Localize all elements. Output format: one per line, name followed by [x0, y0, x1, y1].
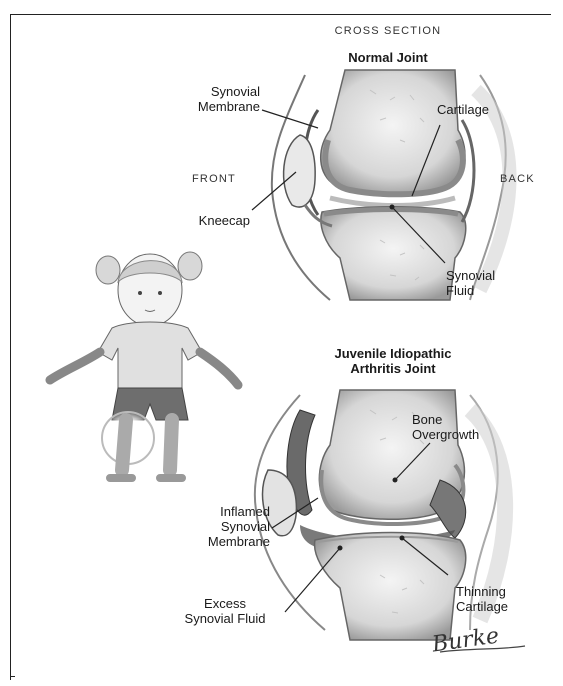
front-label: FRONT — [192, 172, 262, 187]
excess-synovial-fluid-label: Excess Synovial Fluid — [150, 596, 300, 626]
normal-leg-back-shade — [476, 90, 510, 290]
normal-joint-title: Normal Joint — [318, 50, 458, 65]
normal-kneecap — [284, 135, 316, 207]
normal-joint-space — [330, 198, 455, 206]
thinning-cartilage-label: Thinning Cartilage — [456, 584, 556, 614]
normal-tibia — [321, 207, 466, 300]
cross-section-label: CROSS SECTION — [318, 24, 458, 39]
cartilage-label: Cartilage — [437, 102, 547, 117]
jia-title: Juvenile Idiopathic Arthritis Joint — [308, 346, 478, 376]
child-arm-right — [200, 352, 238, 385]
child-arm-left — [50, 352, 100, 380]
normal-femur — [321, 70, 465, 193]
jia-tibia — [315, 533, 466, 641]
inflamed-synovial-membrane-label: Inflamed Synovial Membrane — [150, 504, 270, 549]
synovial-membrane-label: Synovial Membrane — [160, 84, 260, 114]
kneecap-label: Kneecap — [170, 213, 250, 228]
child-pigtail-left — [96, 256, 120, 284]
synovial-fluid-label: Synovial Fluid — [446, 268, 546, 298]
back-label: BACK — [500, 172, 555, 187]
bone-overgrowth-label: Bone Overgrowth — [412, 412, 532, 442]
child-figure — [50, 252, 238, 478]
child-pigtail-right — [178, 252, 202, 280]
child-shirt — [98, 322, 202, 388]
